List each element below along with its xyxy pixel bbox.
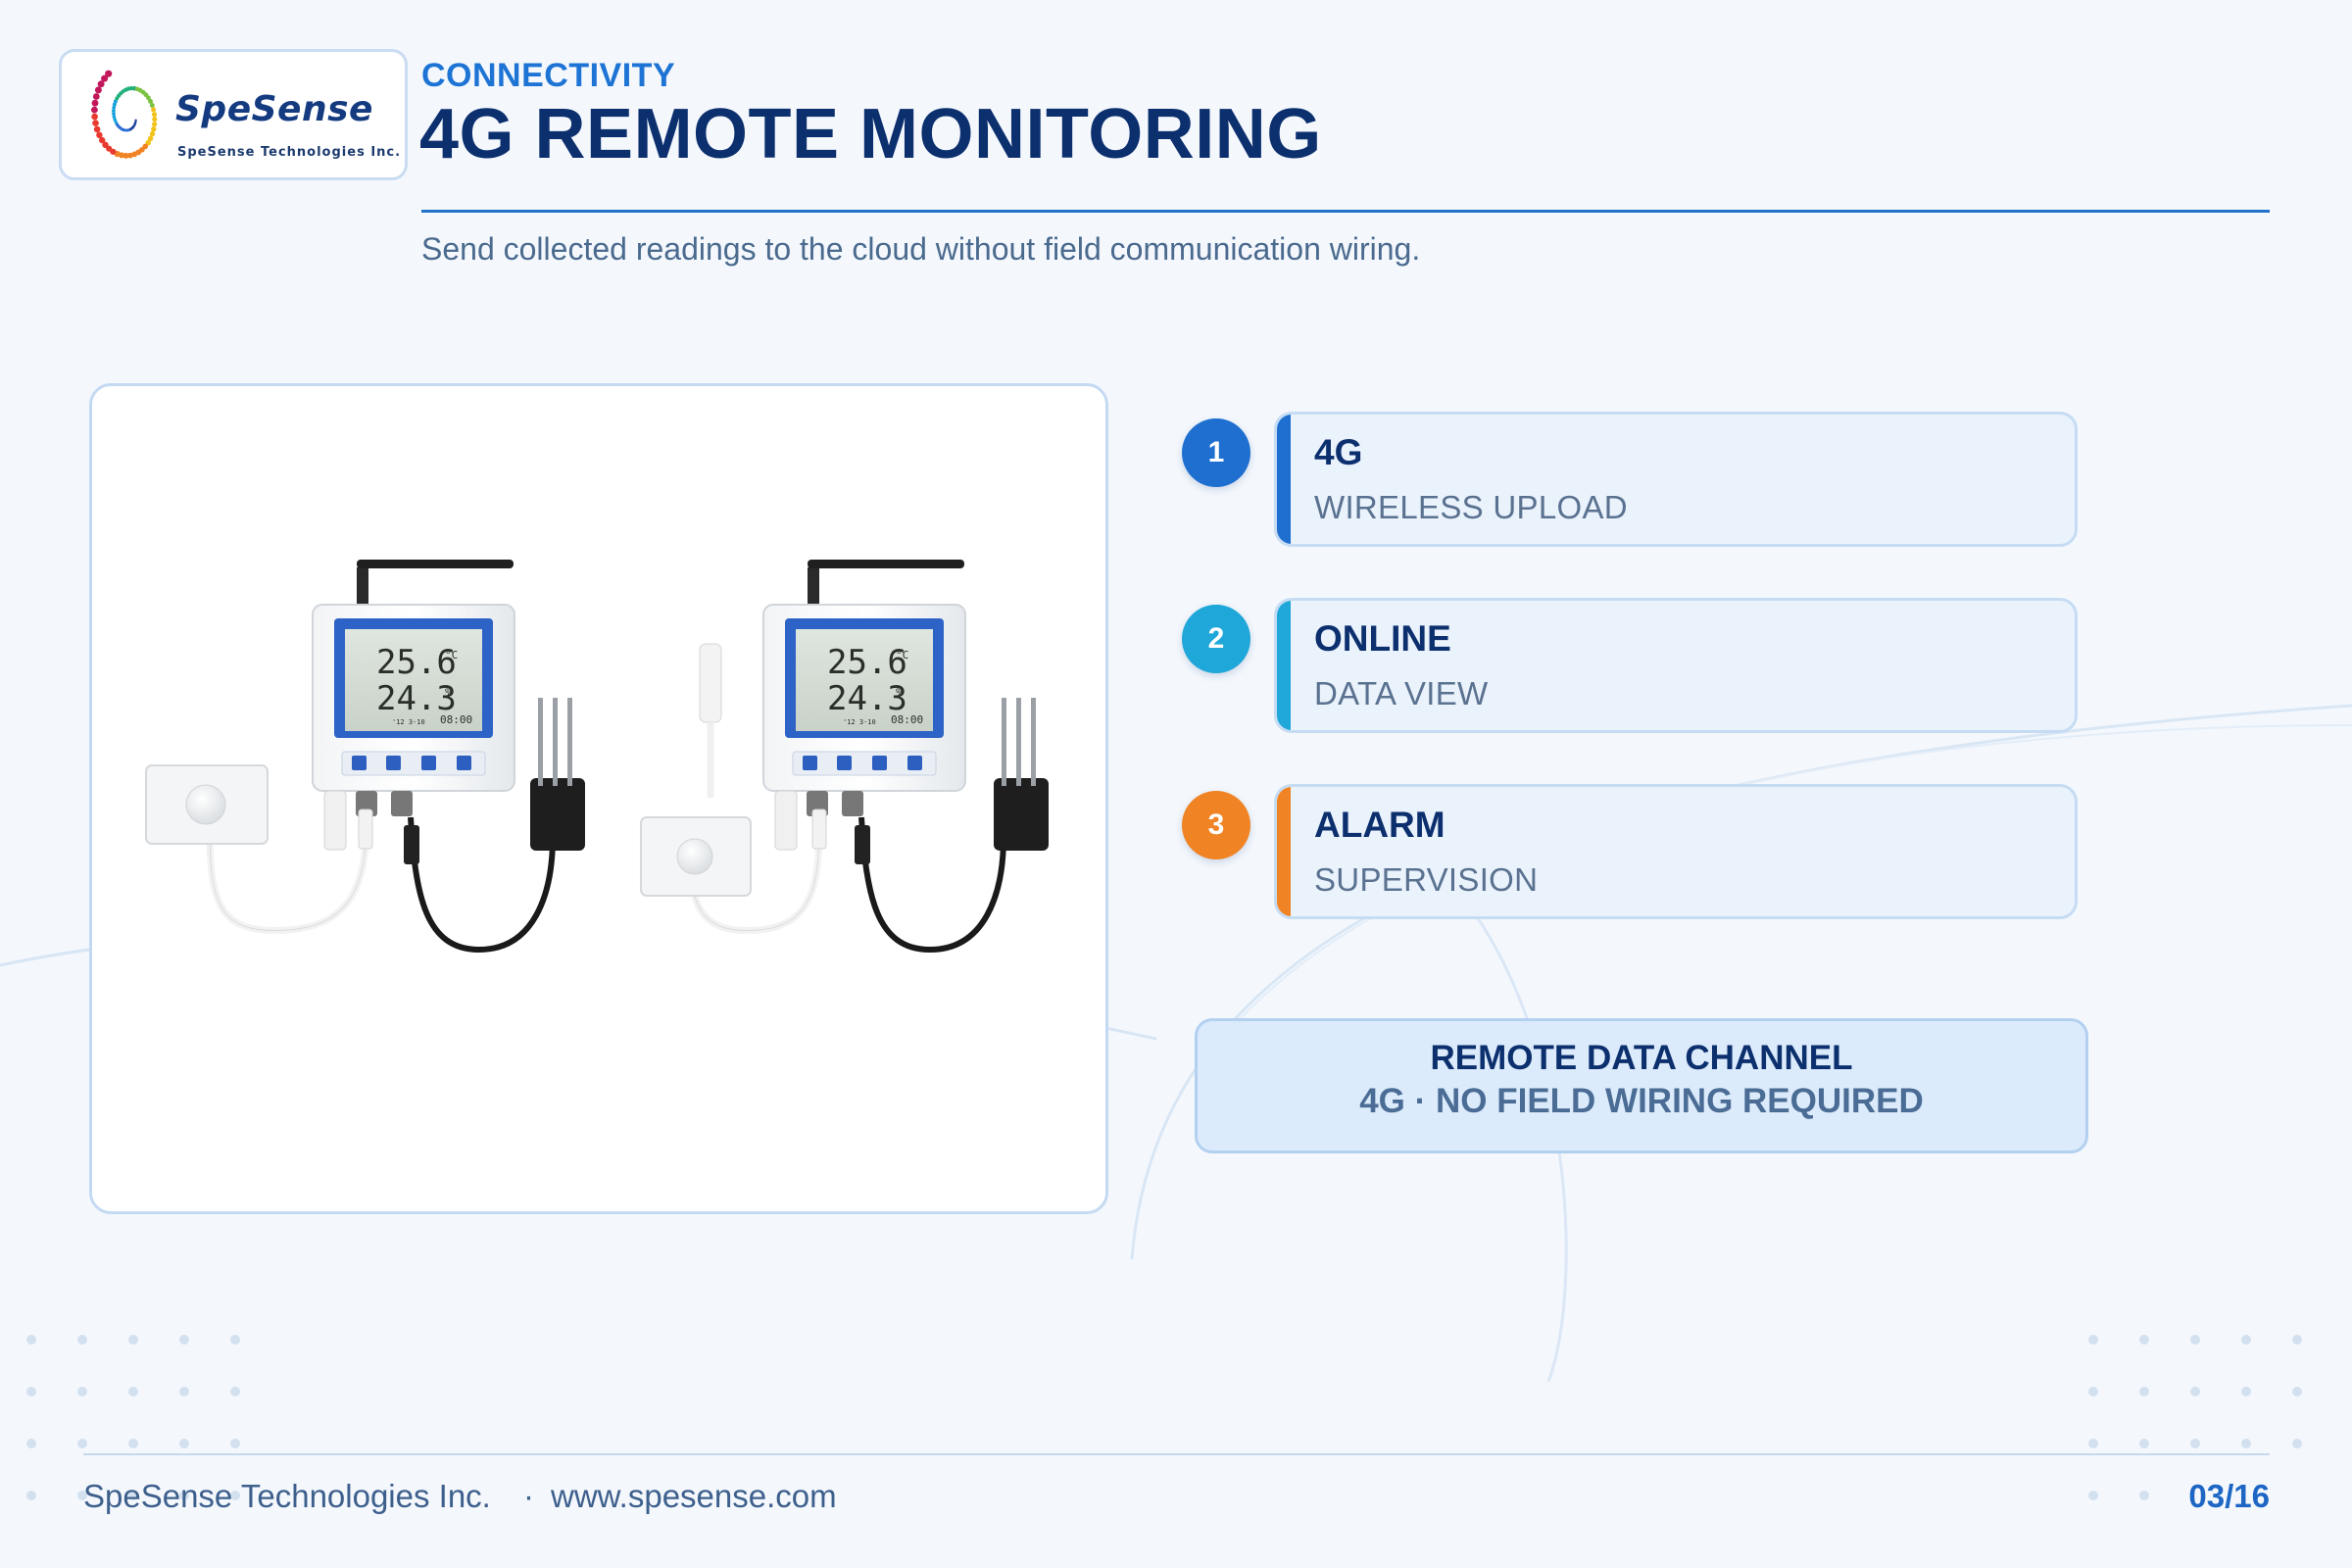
feature-title: ONLINE [1314,618,1451,659]
page-title: 4G REMOTE MONITORING [419,95,1322,173]
svg-text:%: % [445,686,452,699]
section-eyebrow: CONNECTIVITY [421,57,676,94]
feature-number-2: 2 [1182,605,1250,673]
feature-title: 4G [1314,432,1363,472]
logo-tagline: SpeSense Technologies Inc. [177,145,402,160]
footer-divider [83,1453,2270,1455]
feature-subtitle: DATA VIEW [1314,675,1489,711]
remote-data-channel-box: REMOTE DATA CHANNEL 4G · NO FIELD WIRING… [1195,1018,2088,1153]
footer-company: SpeSense Technologies Inc. [83,1478,491,1514]
footer-website-link[interactable]: www.spesense.com [551,1478,837,1514]
svg-text:°C: °C [445,649,458,662]
device2-temp-reading: 25.6 [827,643,907,682]
device1-temp-reading: 25.6 [376,643,457,682]
product-image: 25.6 °C 24.3 % 08:00 '12 3-10 25.6 °C [145,559,1049,954]
feature-subtitle: SUPERVISION [1314,861,1539,898]
svg-text:08:00: 08:00 [440,713,472,726]
product-photo-panel: 25.6 °C 24.3 % 08:00 '12 3-10 25.6 °C [89,383,1108,1214]
channel-title: REMOTE DATA CHANNEL [1430,1039,1853,1077]
page-number: 03/16 [2188,1478,2270,1514]
title-divider [421,210,2270,213]
feature-subtitle: WIRELESS UPLOAD [1314,489,1628,525]
page-subtitle: Send collected readings to the cloud wit… [421,231,1421,267]
feature-number-3: 3 [1182,791,1250,859]
logo-wordmark: SpeSense [175,89,373,129]
svg-text:08:00: 08:00 [891,713,923,726]
feature-title: ALARM [1314,805,1446,845]
feature-card-online: ONLINE DATA VIEW [1274,598,2078,733]
feature-accent-bar [1277,601,1291,730]
svg-text:%: % [896,686,903,699]
footer-separator: · [523,1478,534,1514]
svg-text:'12 3-10: '12 3-10 [392,718,425,726]
feature-accent-bar [1277,415,1291,544]
feature-card-alarm: ALARM SUPERVISION [1274,784,2078,919]
feature-accent-bar [1277,787,1291,916]
dot-grid-right [2088,1335,2302,1500]
svg-text:°C: °C [896,649,908,662]
channel-subtitle: 4G · NO FIELD WIRING REQUIRED [1359,1082,1924,1120]
device1-humidity-reading: 24.3 [376,679,457,718]
feature-number-1: 1 [1182,418,1250,487]
dot-grid-left [26,1335,240,1500]
device2-humidity-reading: 24.3 [827,679,907,718]
company-logo: SpeSense SpeSense Technologies Inc. [59,49,408,180]
svg-text:'12 3-10: '12 3-10 [843,718,876,726]
feature-card-4g: 4G WIRELESS UPLOAD [1274,412,2078,547]
logo-swirl-icon [91,70,158,159]
